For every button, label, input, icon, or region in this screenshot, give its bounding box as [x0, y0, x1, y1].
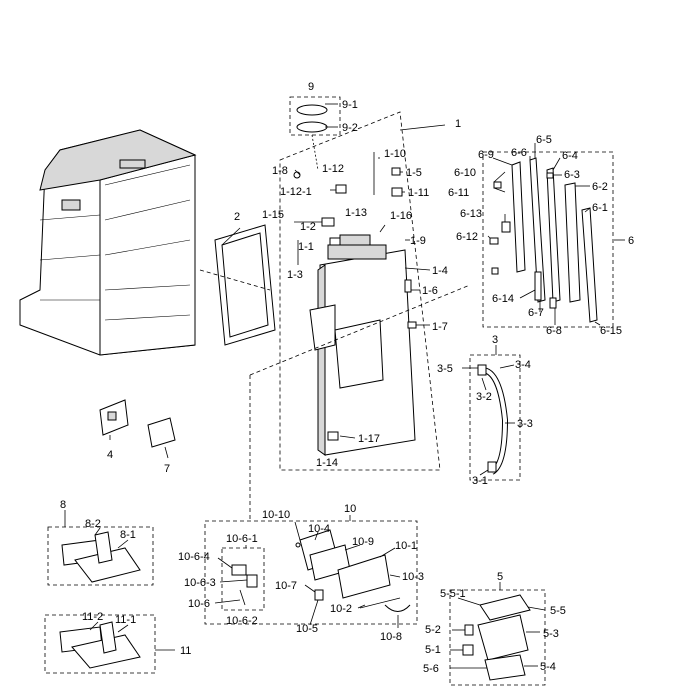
label-10-10: 10-10 — [262, 509, 290, 521]
label-4: 4 — [107, 449, 113, 461]
shelf-part-8 — [61, 531, 141, 583]
label-6-13: 6-13 — [460, 208, 482, 220]
label-10-9: 10-9 — [352, 536, 374, 548]
label-6-6: 6-6 — [511, 147, 527, 159]
label-3: 3 — [492, 334, 498, 346]
label-11-1: 11-1 — [115, 614, 136, 626]
label-7: 7 — [164, 463, 170, 475]
label-6: 6 — [628, 235, 634, 247]
label-5-5-1: 5-5-1 — [440, 588, 466, 600]
dispenser-part-10 — [231, 529, 411, 612]
label-9-2: 9-2 — [342, 122, 358, 134]
label-3-5: 3-5 — [437, 363, 453, 375]
label-2: 2 — [234, 211, 240, 223]
label-10-4: 10-4 — [308, 523, 330, 535]
label-1-17: 1-17 — [358, 433, 380, 445]
label-5-4: 5-4 — [540, 661, 556, 673]
label-6-7: 6-7 — [528, 307, 544, 319]
cabinet-assembly — [19, 129, 197, 356]
label-9-1: 9-1 — [342, 99, 358, 111]
label-1-2: 1-2 — [300, 221, 316, 233]
label-10-6-2: 10-6-2 — [226, 615, 258, 627]
label-3-3: 3-3 — [517, 418, 533, 430]
label-8-1: 8-1 — [120, 529, 136, 541]
door-trim-parts — [489, 157, 598, 323]
label-6-15: 6-15 — [600, 325, 622, 337]
label-6-12: 6-12 — [456, 231, 478, 243]
label-11-2: 11-2 — [82, 611, 103, 623]
label-10-5: 10-5 — [296, 623, 318, 635]
label-6-5: 6-5 — [536, 134, 552, 146]
label-6-4: 6-4 — [562, 150, 578, 162]
label-10-6-4: 10-6-4 — [178, 551, 210, 563]
label-6-1: 6-1 — [592, 202, 608, 214]
label-1-1: 1-1 — [298, 241, 314, 253]
label-10-8: 10-8 — [380, 631, 402, 643]
label-10-7: 10-7 — [275, 580, 297, 592]
label-1-6: 1-6 — [422, 285, 438, 297]
label-1-15: 1-15 — [262, 209, 284, 221]
label-1-11: 1-11 — [408, 187, 429, 199]
label-1-4: 1-4 — [432, 265, 448, 277]
cover-part-7 — [147, 417, 176, 448]
label-11: 11 — [180, 645, 191, 657]
label-10-2: 10-2 — [330, 603, 352, 615]
label-6-8: 6-8 — [546, 325, 562, 337]
label-10-6: 10-6 — [188, 598, 210, 610]
door-handle — [477, 364, 509, 475]
label-9: 9 — [308, 81, 314, 93]
label-10: 10 — [344, 503, 356, 515]
fridge-door — [309, 234, 416, 456]
label-6-11: 6-11 — [448, 187, 469, 199]
label-1-14: 1-14 — [316, 457, 338, 469]
label-6-9: 6-9 — [478, 149, 494, 161]
label-1-9: 1-9 — [410, 235, 426, 247]
label-1-8: 1-8 — [272, 165, 288, 177]
leader-lines — [64, 103, 625, 669]
ice-maker-part-5 — [462, 594, 531, 681]
label-6-2: 6-2 — [592, 181, 608, 193]
label-3-4: 3-4 — [515, 359, 531, 371]
label-6-14: 6-14 — [492, 293, 514, 305]
label-1-12-1: 1-12-1 — [280, 186, 312, 198]
label-5-6: 5-6 — [423, 663, 439, 675]
part-labels: 9 9-1 9-2 1 1-8 1-12 1-10 1-5 1-12-1 1-1… — [60, 81, 634, 675]
label-5-1: 5-1 — [425, 644, 441, 656]
label-5-5: 5-5 — [550, 605, 566, 617]
label-1-13: 1-13 — [345, 207, 367, 219]
label-5: 5 — [497, 571, 503, 583]
label-8-2: 8-2 — [85, 518, 101, 530]
label-1-10: 1-10 — [384, 148, 406, 160]
label-8: 8 — [60, 499, 66, 511]
bracket-part-4 — [99, 399, 129, 436]
label-1-5: 1-5 — [406, 167, 422, 179]
label-1-12: 1-12 — [322, 163, 344, 175]
label-10-1: 10-1 — [395, 540, 417, 552]
label-1: 1 — [455, 118, 461, 130]
label-6-3: 6-3 — [564, 169, 580, 181]
label-10-3: 10-3 — [402, 571, 424, 583]
shelf-part-11 — [59, 621, 141, 669]
label-1-16: 1-16 — [390, 210, 412, 222]
label-5-2: 5-2 — [425, 624, 441, 636]
label-3-2: 3-2 — [476, 391, 492, 403]
label-10-6-1: 10-6-1 — [226, 533, 258, 545]
label-1-3: 1-3 — [287, 269, 303, 281]
label-1-7: 1-7 — [432, 321, 448, 333]
label-3-1: 3-1 — [472, 475, 488, 487]
label-6-10: 6-10 — [454, 167, 476, 179]
label-10-6-3: 10-6-3 — [184, 577, 216, 589]
door-gasket — [214, 224, 276, 346]
label-5-3: 5-3 — [543, 628, 559, 640]
